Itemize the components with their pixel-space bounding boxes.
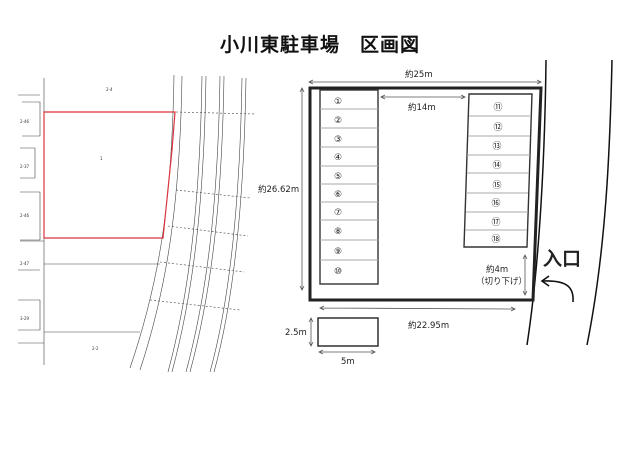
svg-text:1: 1: [100, 156, 103, 161]
left-space-column: [319, 89, 379, 285]
space-14: ⑭: [492, 160, 501, 171]
dimension-labels: 約25m 約14m 約26.62m 約4m （切り下げ） 約22.95m 2.5…: [258, 69, 527, 367]
svg-text:2-37: 2-37: [20, 164, 30, 169]
space-17: ⑰: [491, 217, 500, 228]
space-16: ⑯: [491, 198, 500, 209]
space-1: ①: [334, 97, 342, 107]
right-space-column: [463, 93, 533, 248]
space-11: ⑪: [493, 102, 502, 113]
space-10: ⑩: [334, 267, 342, 277]
entrance-label: 入口: [543, 248, 581, 270]
small-space-box: [317, 317, 379, 347]
right-space-numbers: ⑪ ⑫ ⑬ ⑭ ⑮ ⑯ ⑰ ⑱: [491, 102, 502, 245]
lot-boundary: [308, 86, 543, 302]
svg-text:2-47: 2-47: [20, 261, 30, 266]
height-label: 約26.62m: [258, 184, 299, 195]
space-8: ⑧: [334, 227, 342, 237]
aisle-label: 約14m: [408, 102, 436, 113]
left-space-numbers: ① ② ③ ④ ⑤ ⑥ ⑦ ⑧ ⑨ ⑩: [334, 97, 342, 277]
svg-text:2-46: 2-46: [20, 119, 30, 124]
space-12: ⑫: [493, 122, 502, 133]
space-18: ⑱: [491, 234, 500, 245]
small-box-width-label: 5m: [341, 357, 355, 367]
space-2: ②: [334, 116, 342, 126]
space-4: ④: [334, 153, 342, 163]
dimension-lines: [299, 79, 542, 355]
entrance-gap-label: 約4m: [486, 264, 508, 275]
svg-text:2-4: 2-4: [106, 87, 113, 92]
width-label: 約25m: [405, 69, 433, 80]
svg-text:2-46: 2-46: [20, 213, 30, 218]
road-curves: [526, 59, 613, 346]
cadastral-map: [18, 74, 256, 373]
space-6: ⑥: [334, 190, 342, 200]
space-15: ⑮: [492, 180, 501, 191]
small-box-height-label: 2.5m: [285, 328, 307, 338]
space-3: ③: [334, 135, 342, 145]
page-title: 小川東駐車場 区画図: [219, 34, 420, 56]
bottom-label: 約22.95m: [408, 320, 449, 331]
space-5: ⑤: [334, 172, 342, 182]
space-13: ⑬: [492, 141, 501, 152]
space-9: ⑨: [334, 247, 342, 257]
svg-text:3-29: 3-29: [20, 316, 30, 321]
lot-labels: 2-4 2-46 2-37 2-46 2-47 3-29 2-2 1: [20, 87, 113, 351]
entrance-arrow-icon: [540, 275, 574, 303]
space-7: ⑦: [334, 208, 342, 218]
svg-text:2-2: 2-2: [92, 346, 99, 351]
selected-lot-outline: [43, 111, 176, 239]
entrance-gap-note: （切り下げ）: [476, 276, 527, 287]
